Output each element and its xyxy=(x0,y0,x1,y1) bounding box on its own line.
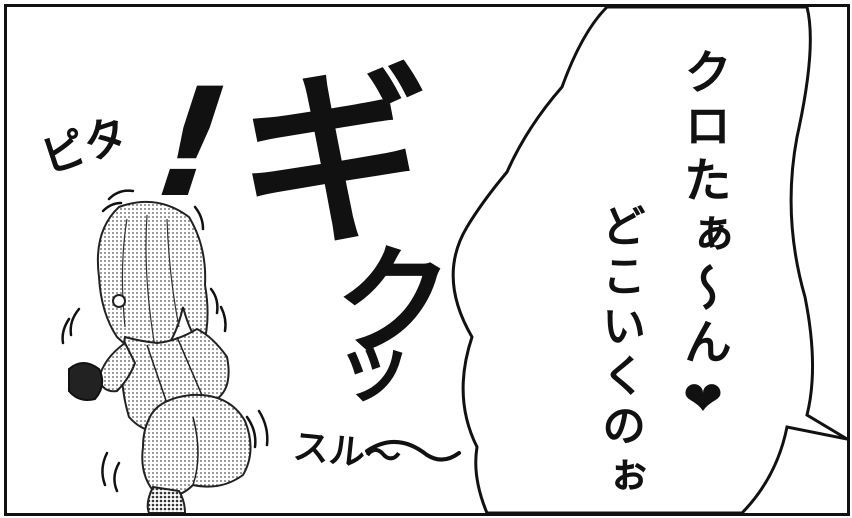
sfx-tsu: ッ xyxy=(335,323,414,413)
leg xyxy=(146,485,187,513)
speech-bubble xyxy=(451,7,847,513)
sfx-ku: ク xyxy=(335,233,454,371)
torso xyxy=(120,327,230,432)
hips xyxy=(141,393,252,498)
shake-lines xyxy=(61,189,269,493)
speech-line-2: どこいくのぉ xyxy=(594,203,645,503)
hair-ornament xyxy=(112,294,126,308)
slide-swoosh xyxy=(365,439,461,462)
hair xyxy=(96,200,209,359)
sfx-gi: ギ xyxy=(239,49,430,270)
panel-artwork xyxy=(61,7,847,513)
arm xyxy=(97,341,137,393)
held-object xyxy=(68,362,104,401)
comic-panel: ピタ ! ギ ク ッ スル～ クロたぁ～ん❤ どこいくのぉ xyxy=(4,4,850,516)
girl-figure xyxy=(68,200,252,513)
speech-line-1: クロたぁ～ん❤ xyxy=(675,47,731,433)
